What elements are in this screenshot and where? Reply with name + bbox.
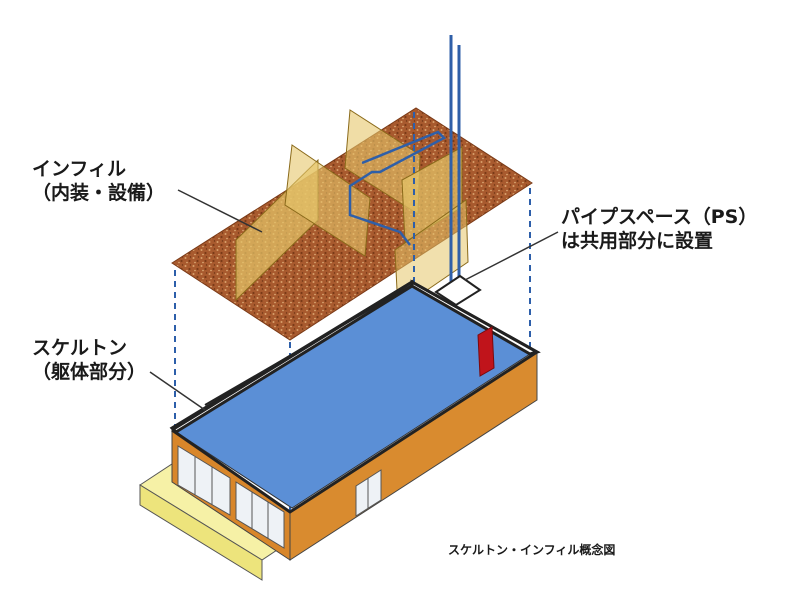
red-panel [477, 326, 495, 377]
leader-skeleton [149, 371, 206, 411]
leader-infill [177, 189, 263, 233]
pipe-space-box [434, 274, 482, 307]
skeleton-structure [139, 274, 541, 581]
infill-label: インフィル （内装・設備） [32, 158, 165, 206]
pipe-space-label: パイプスペース（PS） は共用部分に設置 [561, 206, 757, 254]
skeleton-label: スケルトン （躯体部分） [32, 337, 146, 385]
leader-lines [149, 189, 559, 411]
pipe-space-label-line1: パイプスペース（PS） [561, 206, 758, 228]
infill-partition-back-left [284, 144, 371, 257]
leader-pipe-space [464, 231, 559, 281]
infill-label-line2: （内装・設備） [32, 181, 166, 204]
infill-floor-group [171, 107, 533, 341]
infill-partition-back [344, 109, 421, 215]
diagram-caption: スケルトン・インフィル概念図 [448, 543, 616, 557]
infill-pipe-route [348, 130, 447, 246]
skeleton-label-line1: スケルトン [32, 337, 128, 359]
balcony-front [139, 484, 263, 581]
infill-label-line1: インフィル [32, 158, 127, 180]
pipe-space-label-line2: は共用部分に設置 [561, 229, 714, 252]
pipe-space-risers [449, 35, 461, 292]
front-windows [177, 445, 285, 549]
skeleton-label-line2: （躯体部分） [32, 360, 147, 383]
